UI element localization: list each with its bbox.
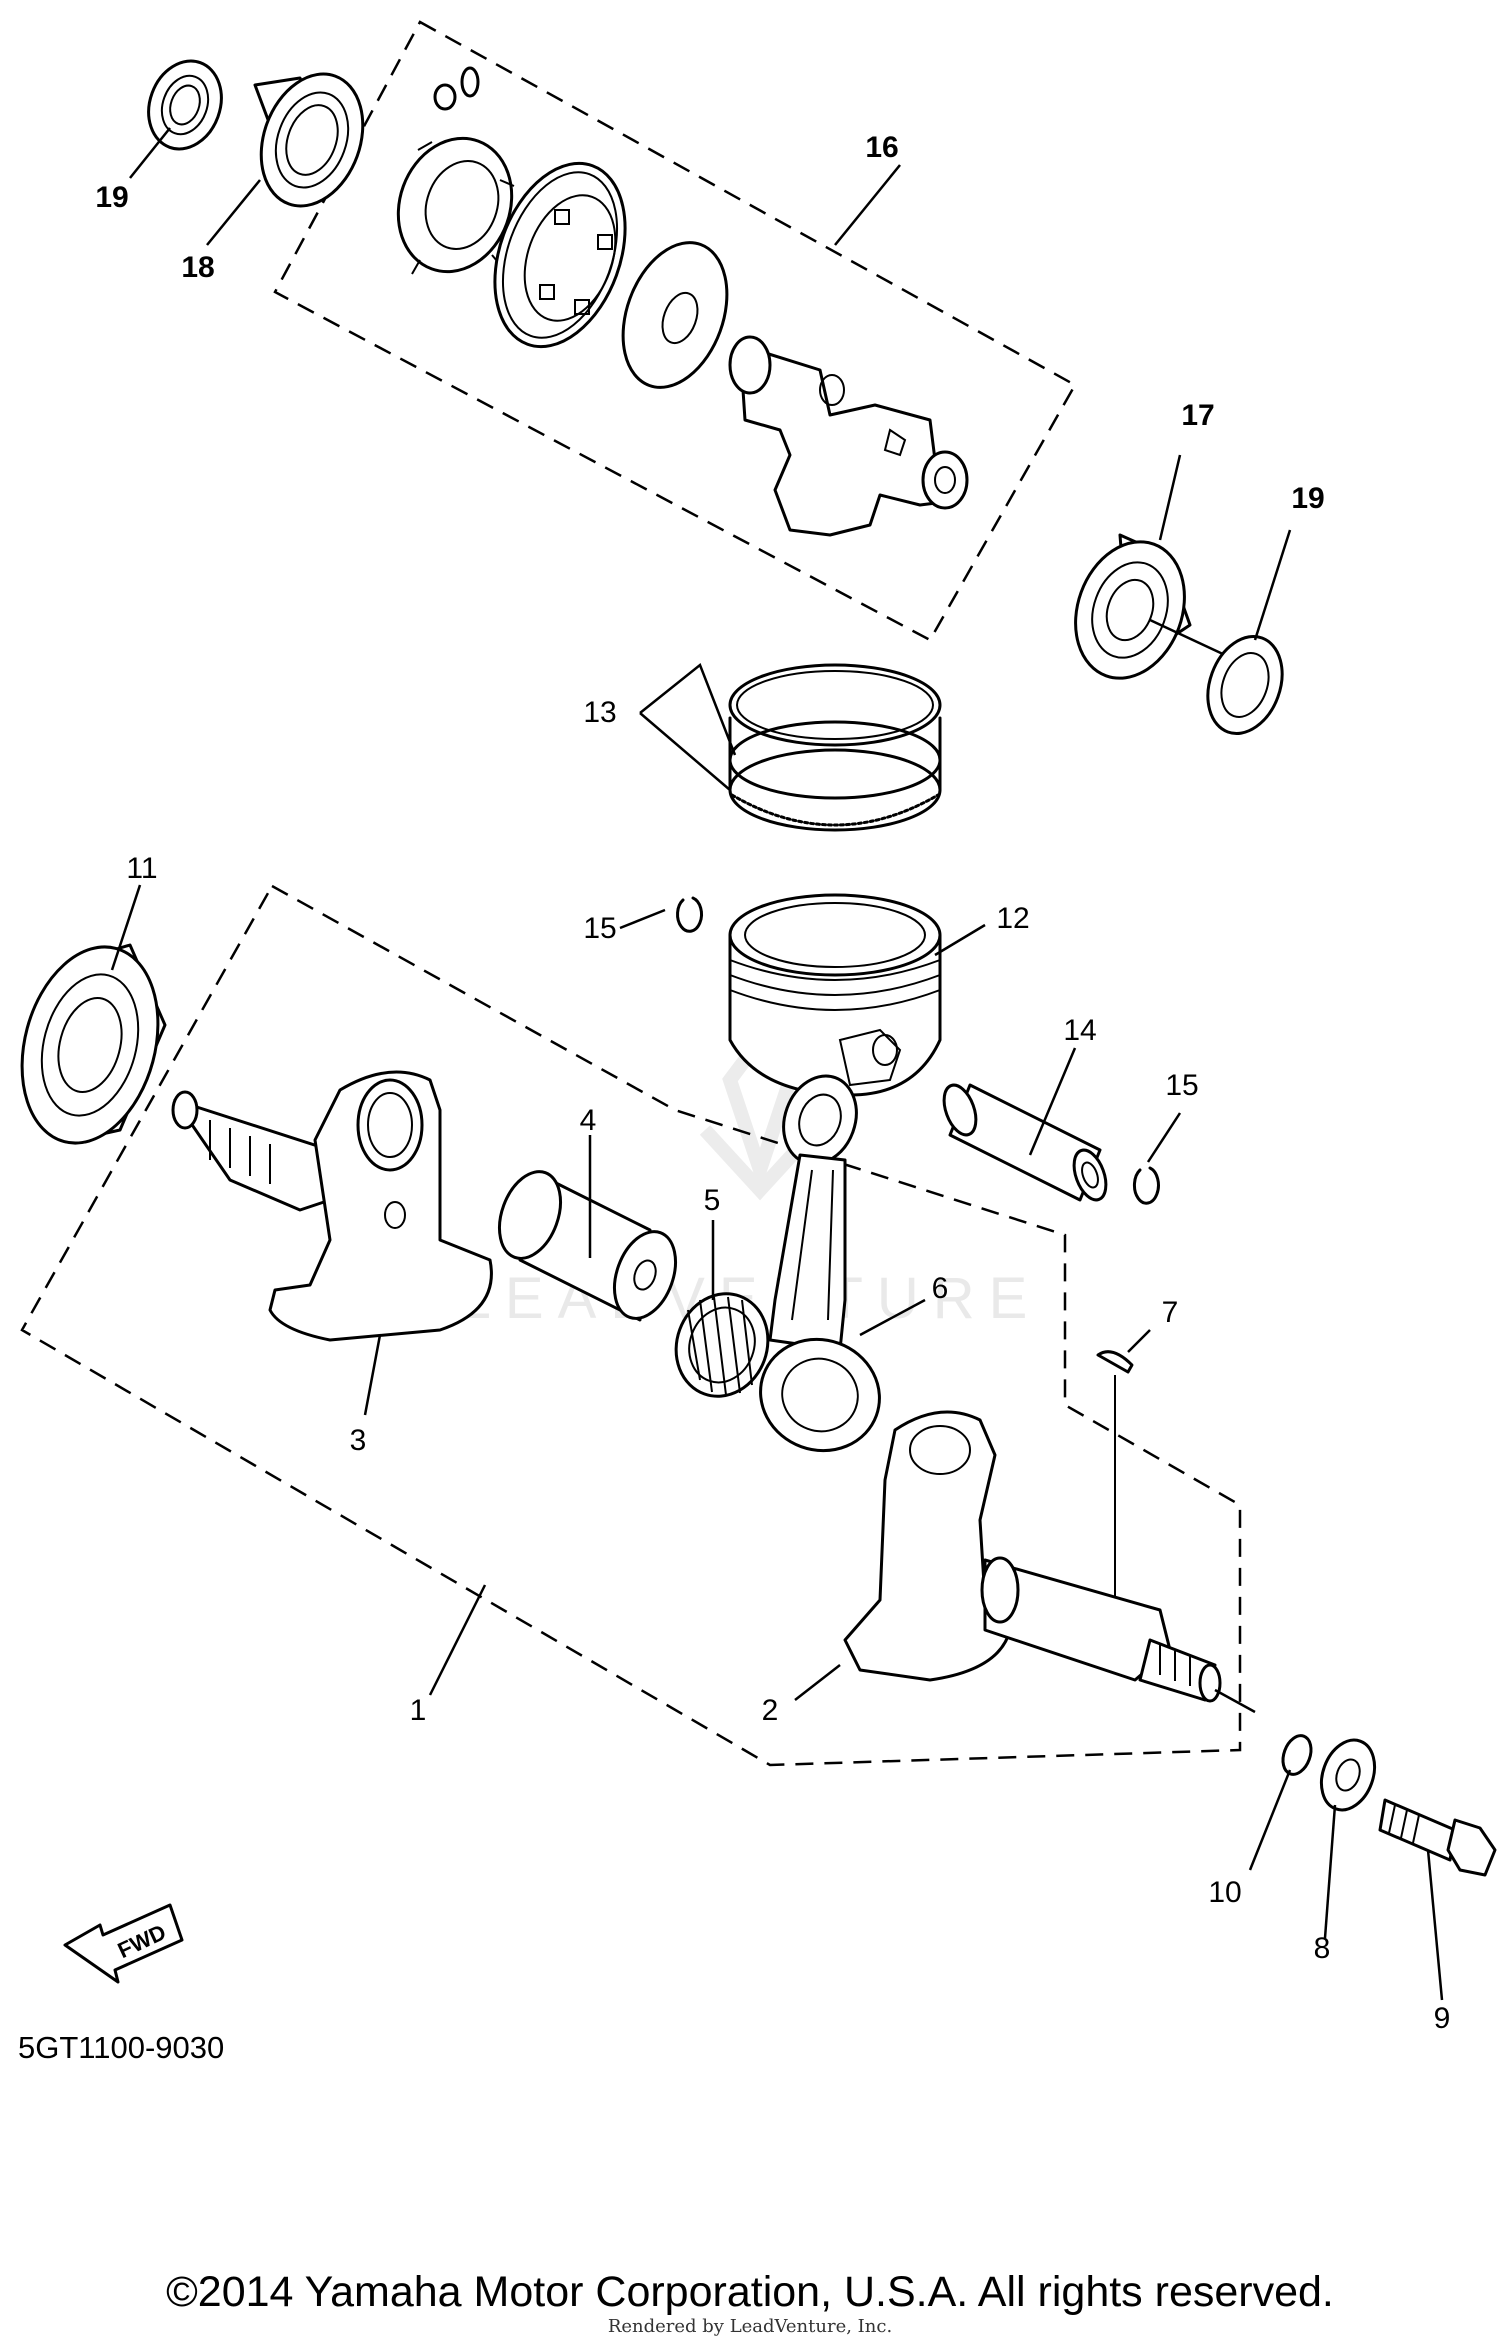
bearing-part-18 (253, 72, 365, 208)
callout-7: 7 (1162, 1296, 1179, 1329)
callout-16: 16 (865, 131, 898, 164)
callout-12: 12 (996, 902, 1029, 935)
callout-19-right: 19 (1291, 482, 1324, 515)
callout-1: 1 (410, 1694, 427, 1727)
o-ring-part-10 (1281, 1734, 1313, 1776)
callout-13: 13 (583, 696, 616, 729)
circlip-part-15-right (1132, 1166, 1160, 1205)
crank-right-part-2 (843, 1410, 1256, 1714)
woodruff-key-part-7 (1096, 1350, 1134, 1610)
connecting-rod-part-6 (759, 1074, 881, 1453)
callout-5: 5 (704, 1184, 721, 1217)
callout-3: 3 (350, 1424, 367, 1457)
callout-leaders (110, 127, 1444, 2001)
callout-labels: 1 2 3 4 5 6 7 8 9 10 11 12 13 14 15 15 1… (95, 131, 1450, 2035)
callout-2: 2 (762, 1694, 779, 1727)
oil-seal-part-19-top (147, 59, 223, 151)
forward-direction-arrow: FWD (63, 1903, 184, 1984)
callout-19-top: 19 (95, 181, 128, 214)
callout-11: 11 (126, 852, 157, 885)
callout-6: 6 (932, 1272, 949, 1305)
bearing-part-11 (20, 943, 167, 1145)
callout-14: 14 (1063, 1014, 1096, 1047)
circlip-part-15-left (676, 896, 703, 933)
crank-left-part-3 (171, 1070, 493, 1342)
crankshaft-kit-part-16 (396, 66, 969, 537)
piston-part-12 (728, 893, 942, 1097)
callout-15-right: 15 (1165, 1069, 1198, 1102)
callout-17: 17 (1181, 399, 1214, 432)
callout-15-left: 15 (583, 912, 616, 945)
copyright-notice: ©2014 Yamaha Motor Corporation, U.S.A. A… (166, 2268, 1334, 2316)
bearing-part-17 (1074, 533, 1226, 680)
needle-bearing-part-5 (674, 1292, 770, 1398)
exploded-parts-diagram: LEADVENTURE (20, 20, 1497, 2035)
oil-seal-part-19-right (1206, 635, 1284, 735)
piston-ring-set-part-13 (728, 663, 942, 832)
crank-pin-part-4 (498, 1170, 677, 1322)
callout-8: 8 (1314, 1932, 1331, 1965)
callout-9: 9 (1434, 2002, 1451, 2035)
crankshaft-kit-group-outline (273, 20, 1077, 642)
callout-4: 4 (580, 1104, 597, 1137)
callout-10: 10 (1208, 1876, 1241, 1909)
piston-pin-part-14 (942, 1083, 1108, 1202)
diagram-code: 5GT1100-9030 (18, 2030, 225, 2065)
rendered-by-notice: Rendered by LeadVenture, Inc. (607, 2316, 893, 2337)
callout-18: 18 (181, 251, 214, 284)
washer-part-8 (1319, 1738, 1377, 1812)
bolt-part-9 (1378, 1798, 1497, 1877)
